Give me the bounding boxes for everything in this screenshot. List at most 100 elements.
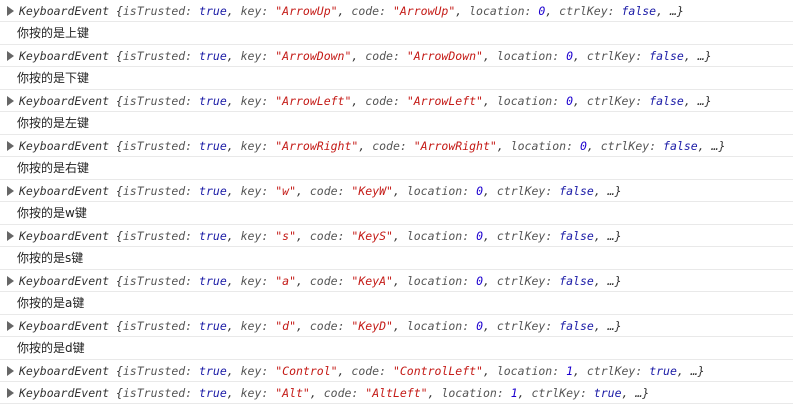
prop-name-ctrlkey: ctrlKey: xyxy=(496,319,560,333)
expand-triangle-icon[interactable] xyxy=(7,388,14,398)
separator: , xyxy=(482,364,497,378)
object-preview[interactable]: KeyboardEvent {isTrusted: true, key: "s"… xyxy=(19,228,622,244)
log-message: 你按的是s键 xyxy=(17,251,84,265)
ellipsis-close-brace: …} xyxy=(697,94,712,108)
object-preview[interactable]: KeyboardEvent {isTrusted: true, key: "d"… xyxy=(19,318,622,334)
separator: , xyxy=(697,139,712,153)
separator: , xyxy=(593,319,608,333)
prop-name-ctrlkey: ctrlKey: xyxy=(586,364,650,378)
console-object-entry[interactable]: KeyboardEvent {isTrusted: true, key: "Ar… xyxy=(0,135,793,157)
separator: , xyxy=(226,49,241,63)
separator: , xyxy=(683,94,698,108)
istrusted-value: true xyxy=(199,4,227,18)
console-object-entry[interactable]: KeyboardEvent {isTrusted: true, key: "w"… xyxy=(0,180,793,202)
ellipsis-close-brace: …} xyxy=(697,49,712,63)
console-object-entry[interactable]: KeyboardEvent {isTrusted: true, key: "Al… xyxy=(0,382,793,404)
key-value: "w" xyxy=(275,184,297,198)
separator: , xyxy=(296,184,310,198)
separator: , xyxy=(573,94,587,108)
expand-triangle-icon[interactable] xyxy=(7,366,14,376)
separator: , xyxy=(483,229,497,243)
ellipsis-close-brace: …} xyxy=(690,364,705,378)
prop-name-key: key: xyxy=(240,184,276,198)
prop-name-ctrlkey: ctrlKey: xyxy=(559,4,622,18)
code-value: "ArrowRight" xyxy=(413,139,497,153)
object-preview[interactable]: KeyboardEvent {isTrusted: true, key: "Ar… xyxy=(19,138,725,154)
object-preview[interactable]: KeyboardEvent {isTrusted: true, key: "Co… xyxy=(19,363,705,379)
separator: , xyxy=(226,184,241,198)
open-brace: { xyxy=(109,4,123,18)
separator: , xyxy=(392,184,407,198)
code-value: "ArrowLeft" xyxy=(406,94,483,108)
key-value: "d" xyxy=(275,319,297,333)
console-object-entry[interactable]: KeyboardEvent {isTrusted: true, key: "Ar… xyxy=(0,45,793,67)
ctrlkey-value: false xyxy=(621,4,657,18)
location-value: 0 xyxy=(476,229,484,243)
ellipsis-close-brace: …} xyxy=(607,274,622,288)
console-text-entry: 你按的是w键 xyxy=(0,202,793,225)
code-value: "AltLeft" xyxy=(365,386,428,400)
location-value: 0 xyxy=(566,49,574,63)
code-value: "ArrowDown" xyxy=(406,49,483,63)
ctrlkey-value: false xyxy=(649,94,684,108)
prop-name-code: code: xyxy=(365,94,407,108)
object-preview[interactable]: KeyboardEvent {isTrusted: true, key: "Ar… xyxy=(19,93,712,109)
separator: , xyxy=(483,184,497,198)
expand-triangle-icon[interactable] xyxy=(7,186,14,196)
separator: , xyxy=(392,229,407,243)
prop-name-location: location: xyxy=(510,139,580,153)
expand-triangle-icon[interactable] xyxy=(7,231,14,241)
prop-name-location: location: xyxy=(406,319,477,333)
prop-name-ctrlkey: ctrlKey: xyxy=(586,94,650,108)
console-text-entry: 你按的是左键 xyxy=(0,112,793,135)
separator: , xyxy=(483,274,497,288)
prop-name-istrusted: isTrusted: xyxy=(122,4,200,18)
object-preview[interactable]: KeyboardEvent {isTrusted: true, key: "w"… xyxy=(19,183,622,199)
prop-name-key: key: xyxy=(240,49,276,63)
expand-triangle-icon[interactable] xyxy=(7,276,14,286)
console-object-entry[interactable]: KeyboardEvent {isTrusted: true, key: "Ar… xyxy=(0,0,793,22)
ellipsis-close-brace: …} xyxy=(669,4,684,18)
console-text-entry: 你按的是d键 xyxy=(0,337,793,360)
separator: , xyxy=(482,94,497,108)
expand-triangle-icon[interactable] xyxy=(7,96,14,106)
console-object-entry[interactable]: KeyboardEvent {isTrusted: true, key: "Co… xyxy=(0,360,793,382)
object-preview[interactable]: KeyboardEvent {isTrusted: true, key: "Ar… xyxy=(19,48,712,64)
separator: , xyxy=(226,274,241,288)
object-preview[interactable]: KeyboardEvent {isTrusted: true, key: "Ar… xyxy=(19,3,684,19)
object-class-name: KeyboardEvent xyxy=(19,4,110,18)
prop-name-location: location: xyxy=(469,4,539,18)
expand-triangle-icon[interactable] xyxy=(7,321,14,331)
prop-name-location: location: xyxy=(441,386,511,400)
console-object-entry[interactable]: KeyboardEvent {isTrusted: true, key: "a"… xyxy=(0,270,793,292)
object-class-name: KeyboardEvent xyxy=(19,94,110,108)
istrusted-value: true xyxy=(199,364,227,378)
console-object-entry[interactable]: KeyboardEvent {isTrusted: true, key: "Ar… xyxy=(0,90,793,112)
ctrlkey-value: false xyxy=(559,184,594,198)
object-class-name: KeyboardEvent xyxy=(19,229,110,243)
ellipsis-close-brace: …} xyxy=(607,184,622,198)
separator: , xyxy=(455,4,470,18)
log-message: 你按的是a键 xyxy=(17,296,85,310)
open-brace: { xyxy=(109,94,123,108)
expand-triangle-icon[interactable] xyxy=(7,141,14,151)
console-text-entry: 你按的是下键 xyxy=(0,67,793,90)
console-object-entry[interactable]: KeyboardEvent {isTrusted: true, key: "d"… xyxy=(0,315,793,337)
ctrlkey-value: true xyxy=(649,364,677,378)
ctrlkey-value: false xyxy=(649,49,684,63)
separator: , xyxy=(226,4,241,18)
prop-name-ctrlkey: ctrlKey: xyxy=(586,49,650,63)
location-value: 1 xyxy=(566,364,574,378)
object-preview[interactable]: KeyboardEvent {isTrusted: true, key: "a"… xyxy=(19,273,622,289)
object-preview[interactable]: KeyboardEvent {isTrusted: true, key: "Al… xyxy=(19,385,649,401)
expand-triangle-icon[interactable] xyxy=(7,6,14,16)
prop-name-key: key: xyxy=(240,4,276,18)
prop-name-istrusted: isTrusted: xyxy=(122,229,200,243)
prop-name-code: code: xyxy=(309,274,352,288)
console-object-entry[interactable]: KeyboardEvent {isTrusted: true, key: "s"… xyxy=(0,225,793,247)
prop-name-code: code: xyxy=(323,386,366,400)
separator: , xyxy=(683,49,698,63)
expand-triangle-icon[interactable] xyxy=(7,51,14,61)
console-text-entry: 你按的是s键 xyxy=(0,247,793,270)
